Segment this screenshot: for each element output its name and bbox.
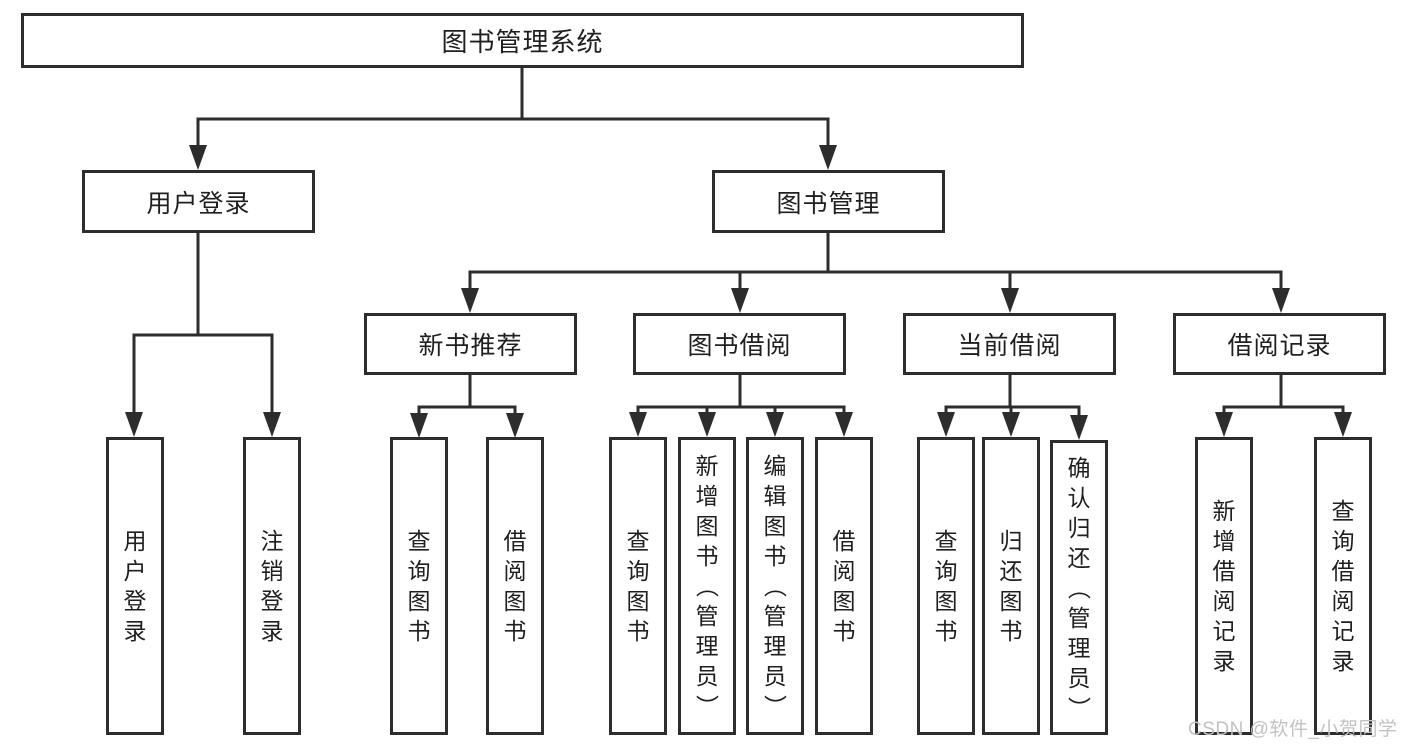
node-label: 新书推荐: [418, 332, 523, 360]
leaf-label: 新增借阅记录: [1212, 498, 1236, 674]
leaf-label: 编辑图书（管理员）: [762, 453, 788, 718]
leaf-borrow-books: 借阅图书: [815, 437, 873, 735]
node-label: 当前借阅: [957, 332, 1062, 360]
leaf-add-books-admin: 新增图书（管理员）: [678, 437, 736, 735]
leaf-label: 查询图书: [407, 528, 431, 644]
node-current-borrowing: 当前借阅: [903, 313, 1116, 375]
leaf-query-borrow-record: 查询借阅记录: [1314, 437, 1372, 735]
node-book-management: 图书管理: [712, 170, 945, 233]
leaf-label: 注销登录: [260, 528, 284, 644]
leaf-edit-books-admin: 编辑图书（管理员）: [746, 437, 804, 735]
node-user-login: 用户登录: [82, 170, 315, 233]
node-library-management-system: 图书管理系统: [21, 13, 1024, 68]
node-borrowing-records: 借阅记录: [1173, 313, 1386, 375]
leaf-query-books: 查询图书: [917, 437, 975, 735]
leaf-label: 新增图书（管理员）: [694, 453, 720, 718]
leaf-borrow-books: 借阅图书: [486, 437, 544, 735]
leaf-query-books: 查询图书: [609, 437, 667, 735]
leaf-label: 借阅图书: [832, 528, 856, 644]
leaf-label: 查询借阅记录: [1331, 498, 1355, 674]
leaf-label: 查询图书: [626, 528, 650, 644]
leaf-label: 归还图书: [999, 528, 1023, 644]
leaf-user-login: 用户登录: [106, 437, 164, 735]
leaf-label: 用户登录: [123, 528, 147, 644]
node-label: 借阅记录: [1227, 332, 1332, 360]
node-label: 图书借阅: [687, 332, 792, 360]
leaf-label: 查询图书: [934, 528, 958, 644]
csdn-watermark: CSDN @软件_小贺同学: [1188, 719, 1398, 740]
node-label: 用户登录: [146, 189, 251, 218]
leaf-logout: 注销登录: [243, 437, 301, 735]
leaf-label: 借阅图书: [503, 528, 527, 644]
leaf-label: 确认归还（管理员）: [1066, 454, 1092, 720]
node-label: 图书管理: [776, 189, 881, 218]
node-book-borrowing: 图书借阅: [633, 313, 846, 375]
leaf-add-borrow-record: 新增借阅记录: [1195, 437, 1253, 735]
leaf-confirm-return-admin: 确认归还（管理员）: [1050, 440, 1108, 735]
node-new-book-recommendation: 新书推荐: [364, 313, 577, 375]
leaf-query-books: 查询图书: [390, 437, 448, 735]
leaf-return-books: 归还图书: [982, 437, 1040, 735]
node-label: 图书管理系统: [441, 27, 604, 57]
